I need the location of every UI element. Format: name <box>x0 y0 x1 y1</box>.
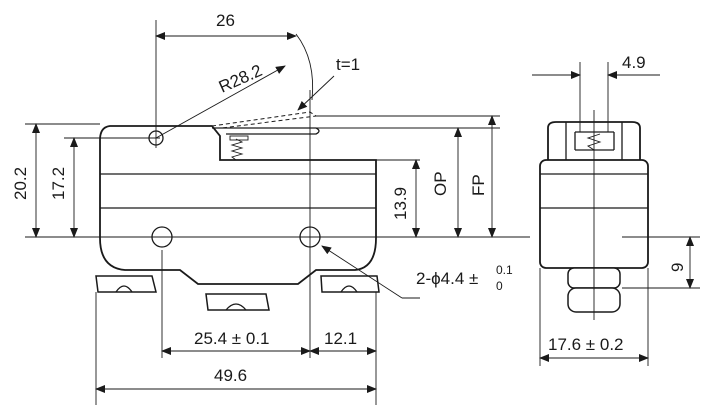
dim-26-label: 26 <box>216 11 235 30</box>
dim-20-2-label: 20.2 <box>11 167 30 200</box>
front-view-construction-lines <box>25 20 530 405</box>
dim-fp: FP <box>469 115 496 238</box>
dim-pitch: 25.4 ± 0.1 <box>161 329 311 355</box>
actuator-lever-free-position <box>211 111 318 129</box>
terminal-center <box>205 293 270 311</box>
actuator-lever <box>212 127 320 135</box>
dim-17-6-label: 17.6 ± 0.2 <box>548 335 624 354</box>
dim-17-2: 17.2 <box>49 137 78 238</box>
dim-fp-label: FP <box>469 174 488 196</box>
dim-thickness-label: t=1 <box>336 55 360 74</box>
dim-hole-tol-upper: 0.1 <box>496 263 513 277</box>
dim-49-6: 49.6 <box>95 366 377 393</box>
dim-12-1: 12.1 <box>309 329 377 355</box>
spring <box>230 138 244 161</box>
terminal-right <box>320 275 380 293</box>
dim-17-2-label: 17.2 <box>49 167 68 200</box>
terminal-left <box>95 275 157 293</box>
dim-20-2: 20.2 <box>11 123 40 238</box>
dim-9-label: 9 <box>668 263 687 272</box>
dim-12-1-label: 12.1 <box>324 329 357 348</box>
side-view <box>539 62 700 366</box>
dim-4-9-label: 4.9 <box>622 53 646 72</box>
dim-13-9-label: 13.9 <box>391 187 410 220</box>
dim-13-9: 13.9 <box>391 159 420 238</box>
dim-26: 26 <box>155 11 297 40</box>
dim-hole-label: 2-ϕ4.4 ± <box>416 269 478 288</box>
dim-hole-callout: 2-ϕ4.4 ± 0.1 0 <box>321 245 513 299</box>
dim-17-6: 17.6 ± 0.2 <box>539 335 649 362</box>
dim-hole-tol-lower: 0 <box>496 279 503 293</box>
front-view <box>95 111 380 311</box>
dim-9: 9 <box>668 236 694 289</box>
dim-pitch-label: 25.4 ± 0.1 <box>194 329 270 348</box>
dim-op: OP <box>431 127 462 238</box>
dim-op-label: OP <box>431 171 450 196</box>
dim-49-6-label: 49.6 <box>214 366 247 385</box>
dim-4-9: 4.9 <box>532 53 660 79</box>
dim-thickness: t=1 <box>297 55 360 111</box>
switch-body-outline <box>99 125 377 285</box>
